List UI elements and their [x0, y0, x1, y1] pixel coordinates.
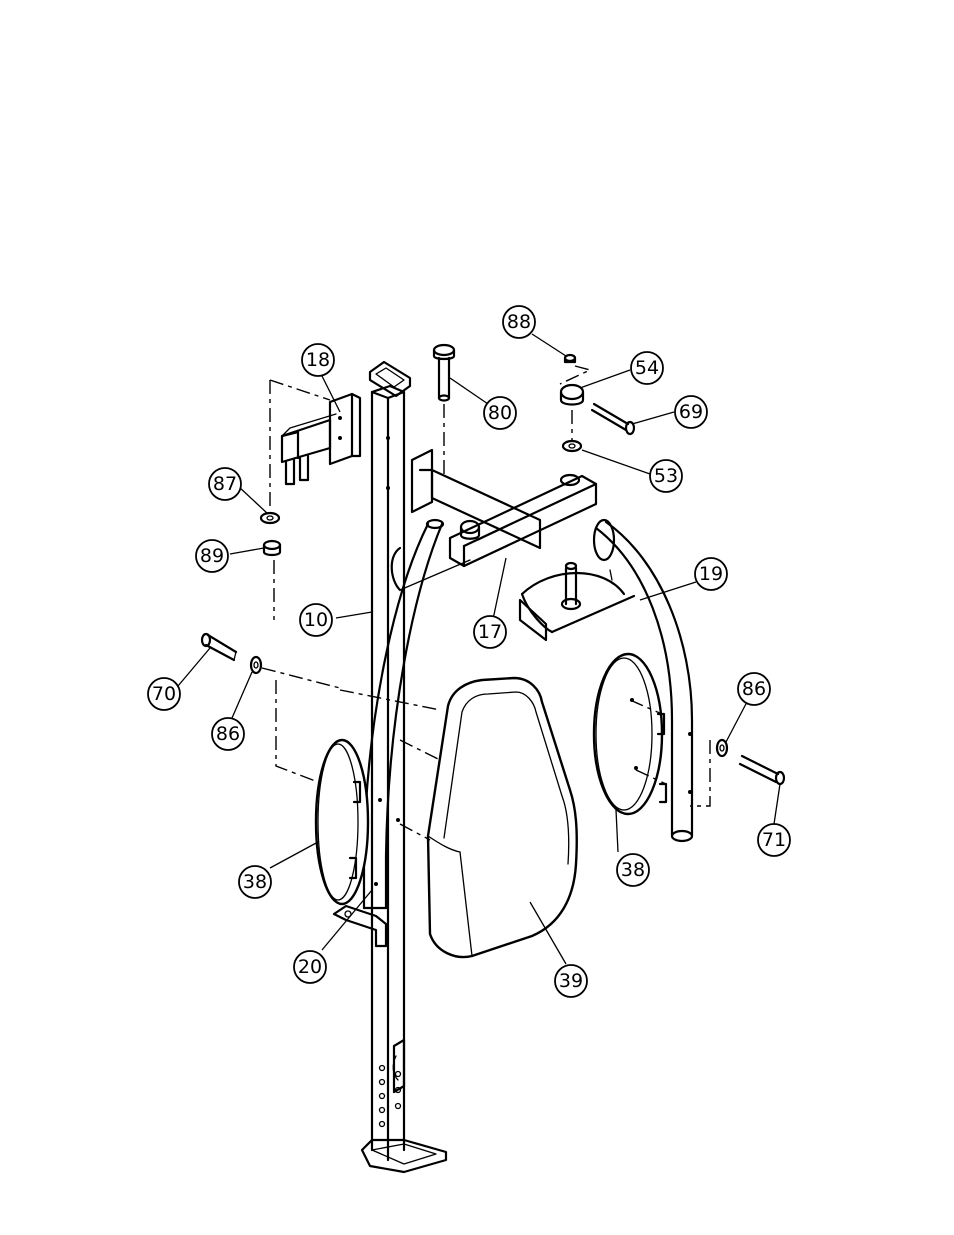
- callout-label: 80: [488, 402, 512, 424]
- callout-71: 71: [758, 824, 790, 856]
- callout-label: 17: [478, 621, 502, 643]
- part-70-bolt: [202, 634, 236, 660]
- callout-label: 89: [200, 545, 224, 567]
- callout-20: 20: [294, 951, 326, 983]
- callout-label: 53: [654, 465, 678, 487]
- callout-label: 39: [559, 970, 583, 992]
- callout-86-right: 86: [738, 673, 770, 705]
- part-38-right-round-pad: [594, 654, 666, 814]
- callout-label: 38: [243, 871, 267, 893]
- callout-70: 70: [148, 678, 180, 710]
- callout-label: 18: [306, 349, 330, 371]
- callout-label: 86: [742, 678, 766, 700]
- callout-label: 38: [621, 859, 645, 881]
- callout-label: 86: [216, 723, 240, 745]
- callout-53: 53: [650, 460, 682, 492]
- callout-label: 70: [152, 683, 176, 705]
- part-38-left-round-pad: [316, 740, 368, 904]
- part-17-horizontal-arm: [412, 450, 596, 566]
- callout-89: 89: [196, 540, 228, 572]
- part-89-nut: [264, 541, 280, 555]
- callout-10: 10: [300, 604, 332, 636]
- callout-19: 19: [695, 558, 727, 590]
- callout-label: 71: [762, 829, 786, 851]
- callout-label: 54: [635, 357, 659, 379]
- callout-88: 88: [503, 306, 535, 338]
- part-80-pull-pin: [434, 345, 454, 401]
- part-87-washer: [261, 513, 279, 523]
- callout-label: 87: [213, 473, 237, 495]
- callout-86-left: 86: [212, 718, 244, 750]
- part-86-washer-right: [717, 740, 727, 756]
- callout-38-left: 38: [239, 866, 271, 898]
- callout-38-right: 38: [617, 854, 649, 886]
- callout-label: 88: [507, 311, 531, 333]
- part-86-washer-left: [251, 657, 261, 673]
- part-10-upright-post: [362, 362, 446, 1172]
- part-39-back-pad: [428, 678, 577, 957]
- callout-69: 69: [675, 396, 707, 428]
- callout-39: 39: [555, 965, 587, 997]
- callout-80: 80: [484, 397, 516, 429]
- callout-label: 20: [298, 956, 322, 978]
- part-69-bolt: [592, 404, 634, 434]
- callout-label: 19: [699, 563, 723, 585]
- callout-54: 54: [631, 352, 663, 384]
- part-54-knob: [561, 385, 583, 405]
- part-53-washer: [563, 441, 581, 451]
- callout-87: 87: [209, 468, 241, 500]
- part-18-side-bracket: [282, 394, 360, 484]
- callout-label: 10: [304, 609, 328, 631]
- callout-17: 17: [474, 616, 506, 648]
- part-71-bolt: [740, 756, 784, 784]
- part-88-nut: [565, 355, 575, 362]
- callout-label: 69: [679, 401, 703, 423]
- callout-18: 18: [302, 344, 334, 376]
